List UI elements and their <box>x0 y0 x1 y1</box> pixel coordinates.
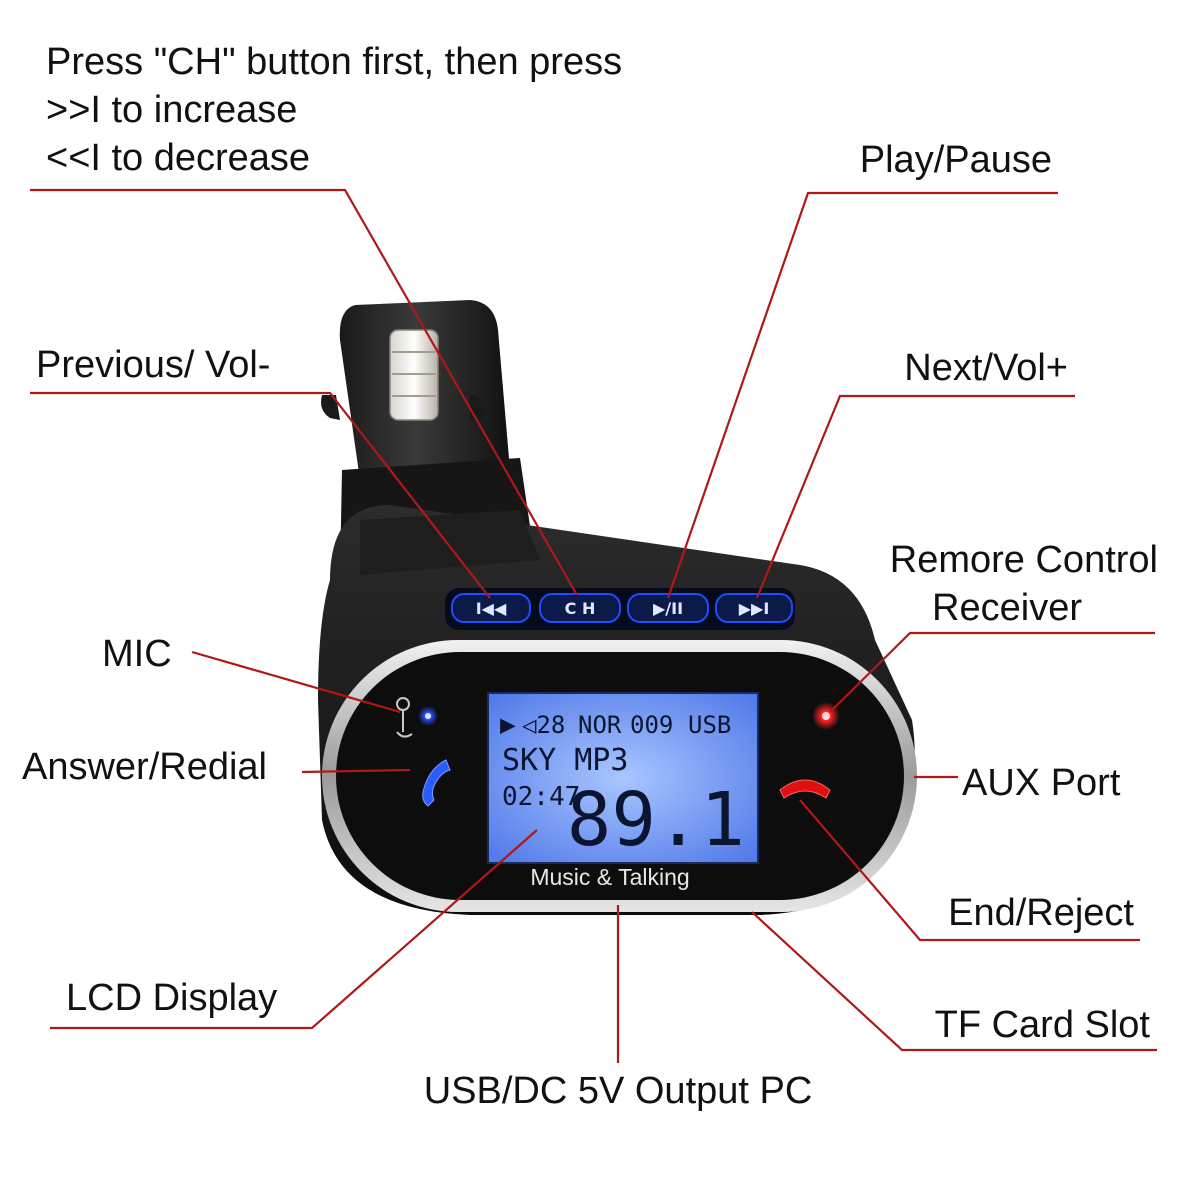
lcd-frequency: 89.1 <box>567 777 745 863</box>
prev-vol-button[interactable]: I◀◀ <box>451 593 531 623</box>
lcd-volume: ◁28 <box>522 711 565 739</box>
lcd-play-indicator: ▶ <box>500 710 516 740</box>
label-answer-redial: Answer/Redial <box>22 746 267 788</box>
next-vol-button[interactable]: ▶▶I <box>715 593 793 623</box>
leader-tf <box>751 911 1157 1052</box>
blue-status-led <box>418 706 438 726</box>
leader-end <box>799 799 1140 942</box>
label-previous-vol: Previous/ Vol- <box>36 344 270 386</box>
leader-next <box>755 394 1075 599</box>
leader-previous <box>30 391 491 599</box>
leader-lines <box>30 188 1157 1063</box>
label-tf-card-slot: TF Card Slot <box>935 1004 1151 1046</box>
leader-lcd <box>50 829 538 1030</box>
label-remote-line1: Remore Control <box>890 539 1158 581</box>
lcd-song-title: SKY MP3 <box>502 743 628 778</box>
button-strip: I◀◀ C H ▶/II ▶▶I <box>445 588 795 630</box>
leader-mic <box>191 650 401 714</box>
ch-instructions-line3: <<I to decrease <box>46 137 310 179</box>
next-button-glyph: ▶▶I <box>739 599 770 618</box>
end-phone-icon <box>779 779 831 799</box>
lcd-source: USB <box>688 711 731 739</box>
ch-button[interactable]: C H <box>539 593 621 623</box>
label-mic: MIC <box>102 633 172 675</box>
leader-remote <box>829 631 1155 713</box>
brand-text: Music & Talking <box>530 864 689 890</box>
ch-button-glyph: C H <box>565 599 596 618</box>
lcd-time: 02:47 <box>502 782 580 812</box>
leader-play-pause <box>666 191 1058 599</box>
end-reject-button[interactable] <box>779 779 831 799</box>
leader-ch <box>30 188 578 596</box>
device: I◀◀ C H ▶/II ▶▶I ▶ ◁28 NOR 009 <box>318 300 917 915</box>
ch-instructions-line2: >>I to increase <box>46 89 297 131</box>
label-lcd-display: LCD Display <box>66 977 277 1019</box>
lcd-track: 009 <box>630 711 673 739</box>
play-pause-button[interactable]: ▶/II <box>627 593 709 623</box>
prev-button-glyph: I◀◀ <box>476 599 507 618</box>
label-next-vol: Next/Vol+ <box>904 347 1068 389</box>
answer-redial-button[interactable] <box>402 750 462 810</box>
ch-instructions-line1: Press "CH" button first, then press <box>46 41 622 83</box>
label-aux-port: AUX Port <box>962 762 1121 804</box>
label-remote-line2: Receiver <box>932 587 1082 629</box>
play-button-glyph: ▶/II <box>653 599 683 618</box>
callout-labels: Press "CH" button first, then press >>I … <box>22 41 1158 1112</box>
label-usb-output: USB/DC 5V Output PC <box>424 1070 813 1112</box>
label-end-reject: End/Reject <box>948 892 1134 934</box>
leader-answer <box>301 768 411 774</box>
answer-phone-icon <box>422 759 451 807</box>
mic-icon <box>396 697 413 738</box>
label-play-pause: Play/Pause <box>860 139 1052 181</box>
lcd-eq: NOR <box>578 711 622 739</box>
